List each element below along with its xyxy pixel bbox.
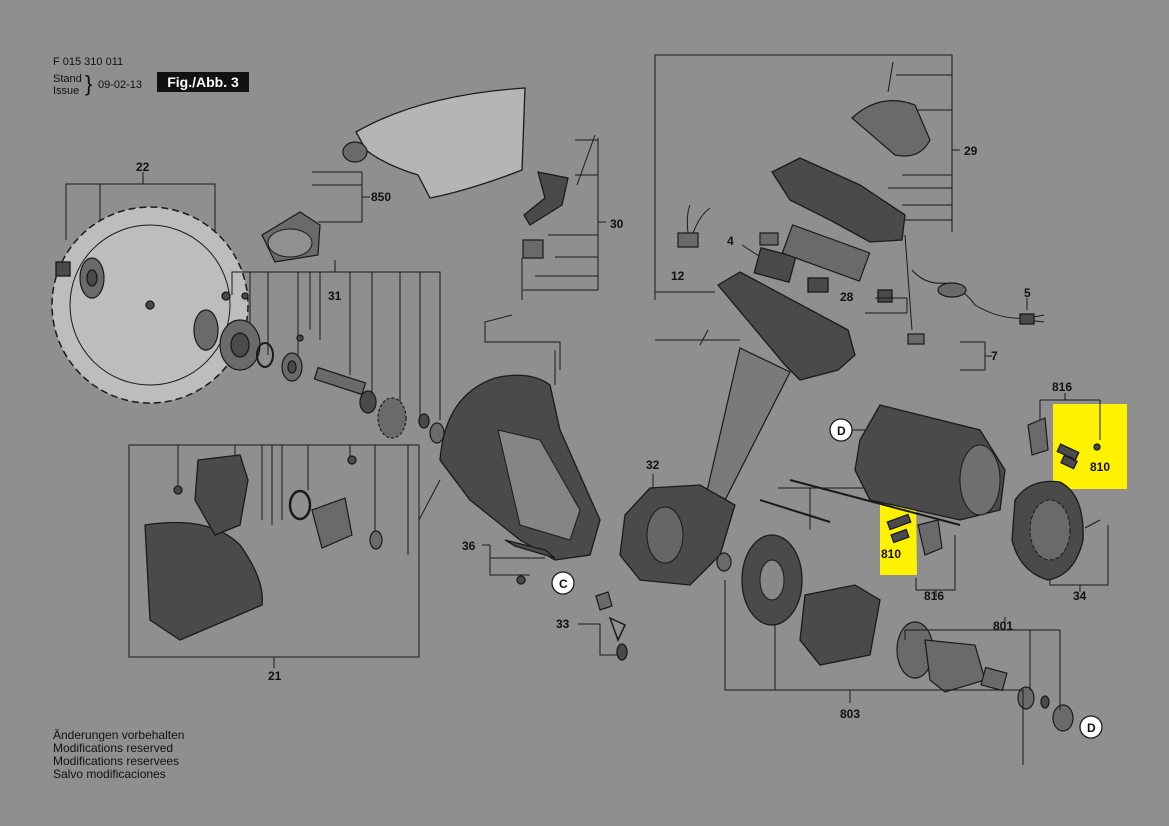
group-30-switch [484,134,606,370]
label-12: 12 [671,269,685,283]
stand-label: Stand [53,73,82,85]
label-ref-d-top: D [837,424,846,438]
footer-line-fr: Modifications reservees [53,754,180,768]
group-29-handle [654,54,960,346]
figure-label: Fig./Abb. 3 [157,72,249,92]
gear-housing [439,350,601,561]
footer-line-en: Modifications reserved [53,741,174,755]
spindle-gear [377,397,407,439]
issue-label: Issue [53,85,80,97]
group-816-810-center [886,513,956,597]
group-arm [704,271,856,511]
footer-line-es: Salvo modificaciones [53,767,166,781]
group-32-bracket [619,474,736,586]
guard-plate [311,497,353,549]
group-4-28-5-7 [741,224,1045,371]
guard-lever [194,454,249,536]
group-motor-stator [759,404,1006,530]
label-810-right: 810 [1090,460,1110,474]
label-850: 850 [371,190,391,204]
blade-bolt [55,261,71,277]
commutator [924,639,986,693]
label-34: 34 [1073,589,1087,603]
label-28: 28 [840,290,854,304]
label-816-top: 816 [1052,380,1072,394]
label-5: 5 [1024,286,1031,300]
brace: } [85,71,93,96]
label-ref-c: C [559,577,568,591]
group-12-cable-clip [677,204,711,248]
doc-number: F 015 310 011 [53,56,124,68]
label-30: 30 [610,217,624,231]
label-816-bottom: 816 [924,589,944,603]
handle-shell [771,157,906,243]
label-810-center: 810 [881,547,901,561]
label-7: 7 [991,349,998,363]
armature-rotor [799,584,881,666]
footer-line-de: Änderungen vorbehalten [53,728,185,742]
group-801-803-armature [716,534,1103,765]
group-21-lower-guard [128,444,441,668]
label-21: 21 [268,669,282,683]
spindle-shaft [313,366,367,396]
label-31: 31 [328,289,342,303]
label-ref-d-bottom: D [1087,721,1096,735]
handle-cover [851,100,931,157]
group-36-33 [482,539,628,661]
lower-guard [144,521,263,641]
group-22-saw-blade [51,172,249,404]
group-34-end-cap [1011,480,1109,592]
label-801: 801 [993,619,1013,633]
bearing-2 [359,390,377,414]
label-36: 36 [462,539,476,553]
label-4: 4 [727,234,734,248]
label-33: 33 [556,617,570,631]
group-31-spindle [219,260,445,444]
power-cord [911,269,1026,319]
footer-notes: Änderungen vorbehalten Modifications res… [53,729,184,781]
switch-trigger [523,171,569,226]
handle-arm [717,271,856,381]
label-803: 803 [840,707,860,721]
label-29: 29 [964,144,978,158]
ref-c-circle [551,571,575,595]
group-816-810-right [1027,393,1101,470]
label-32: 32 [646,458,660,472]
inner-flange [193,309,219,351]
dust-bag [355,87,526,199]
issue-date: 09-02-13 [98,79,143,91]
ref-d-circle-bottom [1079,715,1103,739]
group-850-dust-bag [261,87,526,263]
label-22: 22 [136,160,150,174]
